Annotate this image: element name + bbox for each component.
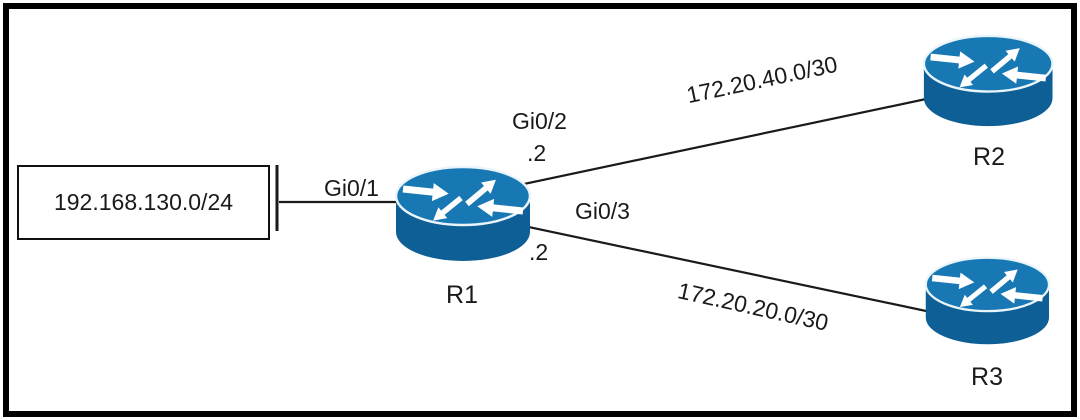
- subnet-box: 192.168.130.0/24: [17, 165, 270, 240]
- interface-label-gi0-2: Gi0/2: [512, 108, 567, 134]
- router-icon-r2: [924, 36, 1053, 126]
- interface-label-gi0-1: Gi0/1: [324, 175, 379, 201]
- router-label-r1: R1: [446, 281, 478, 309]
- link-line-r1-r3: [504, 220, 946, 317]
- subnet-box-label: 192.168.130.0/24: [53, 189, 234, 215]
- router-label-r2: R2: [973, 143, 1005, 171]
- router-icon-r1: [396, 167, 530, 261]
- router-icon-r3: [926, 258, 1049, 344]
- router-label-r3: R3: [971, 363, 1003, 391]
- interface-label-gi0-3: Gi0/3: [575, 198, 630, 224]
- interface-ip-label-gi0-3: .2: [529, 239, 549, 265]
- link-line-r1-r2: [504, 93, 946, 190]
- interface-ip-label-gi0-2: .2: [527, 140, 547, 166]
